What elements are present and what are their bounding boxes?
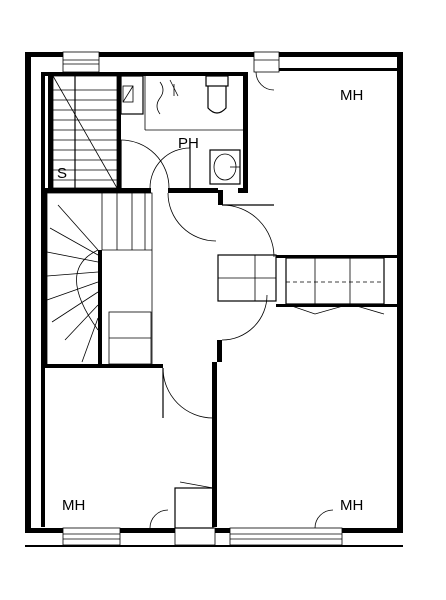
wardrobes	[217, 254, 385, 315]
sauna-label: S	[57, 165, 67, 182]
windows	[62, 51, 343, 546]
bathroom-fixtures	[120, 75, 243, 189]
shower-symbol-icon	[156, 81, 164, 115]
doors	[149, 71, 334, 529]
sauna	[52, 75, 170, 189]
bathroom-label: PH	[178, 135, 199, 152]
bedroom-bottom-right-label: MH	[340, 497, 363, 514]
bedroom-top-right-label: MH	[340, 87, 363, 104]
staircase	[46, 192, 153, 366]
interior-walls	[41, 72, 397, 527]
bedroom-bottom-left-label: MH	[62, 497, 85, 514]
